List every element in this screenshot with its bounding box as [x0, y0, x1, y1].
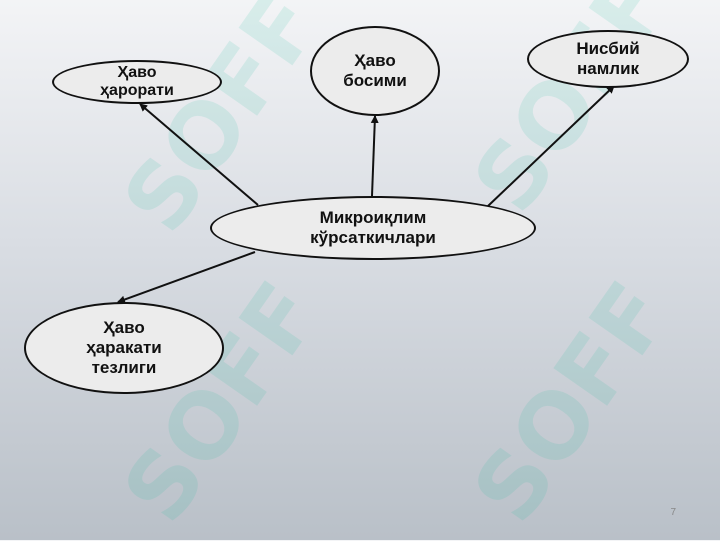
node-air-temperature: Ҳаво ҳарорати	[52, 60, 222, 104]
node-air-pressure: Ҳаво босими	[310, 26, 440, 116]
slide-number: 7	[670, 507, 676, 518]
node-microclimate-indicators: Микроиқлим кўрсаткичлари	[210, 196, 536, 260]
node-relative-humidity: Нисбий намлик	[527, 30, 689, 88]
edge-center-to-air-speed	[117, 251, 256, 304]
edge-center-to-air-temperature	[139, 103, 259, 206]
node-air-speed: Ҳаво ҳаракати тезлиги	[24, 302, 224, 394]
edge-center-to-air-pressure	[370, 115, 379, 197]
edge-center-to-relative-humidity	[487, 85, 615, 207]
